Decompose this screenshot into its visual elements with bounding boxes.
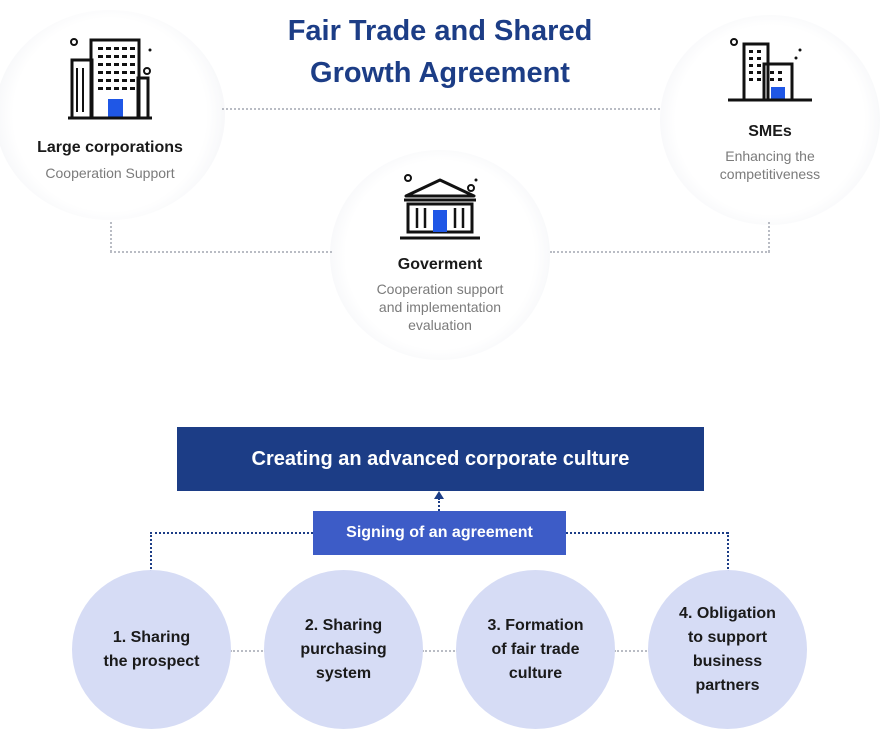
step-circle-4: 4. Obligation to support business partne…	[648, 570, 807, 729]
step-connector-1	[230, 650, 266, 652]
smes-subtitle-line-2: competitiveness	[719, 166, 821, 182]
government-subtitle-line-2: and implementation	[378, 299, 502, 315]
bracket-right	[566, 532, 728, 534]
arrow-up-icon	[434, 491, 444, 499]
left-connector-vertical	[110, 222, 112, 252]
step-label-1: 1. Sharing the prospect	[103, 628, 200, 670]
agreement-arrow-line	[438, 498, 440, 511]
step-circle-2: 2. Sharing purchasing system	[264, 570, 423, 729]
step-circle-1: 1. Sharing the prospect	[72, 570, 231, 729]
bracket-left	[150, 532, 313, 534]
government-halo	[330, 150, 550, 360]
agreement-banner: Signing of an agreement	[313, 511, 566, 555]
small-business-icon	[728, 38, 812, 102]
smes-subtitle-line-1: Enhancing the	[725, 148, 815, 164]
top-connector	[222, 108, 660, 110]
step-connector-3	[614, 650, 650, 652]
large-corporations-subtitle: Cooperation Support	[45, 165, 175, 181]
bracket-left-drop	[150, 532, 152, 572]
government-building-icon	[400, 174, 480, 240]
left-connector-horizontal	[110, 251, 332, 253]
step-circle-3: 3. Formation of fair trade culture	[456, 570, 615, 729]
government-subtitle: Cooperation support and implementation e…	[340, 280, 540, 334]
smes-title: SMEs	[748, 123, 792, 140]
office-building-icon	[68, 38, 152, 120]
smes-subtitle: Enhancing the competitiveness	[680, 147, 860, 183]
step-label-3: 3. Formation of fair trade culture	[487, 616, 584, 682]
right-connector-vertical	[768, 222, 770, 252]
title-line-1: Fair Trade and Shared	[287, 15, 593, 47]
large-corporations-title: Large corporations	[37, 139, 183, 156]
title-line-2: Growth Agreement	[310, 57, 570, 89]
government-title: Goverment	[397, 256, 483, 273]
bracket-right-drop	[727, 532, 729, 572]
right-connector-horizontal	[550, 251, 770, 253]
step-label-4: 4. Obligation to support business partne…	[679, 604, 776, 694]
government-subtitle-line-3: evaluation	[408, 317, 472, 333]
corporate-culture-banner: Creating an advanced corporate culture	[177, 427, 704, 491]
government-subtitle-line-1: Cooperation support	[376, 281, 504, 297]
step-label-2: 2. Sharing purchasing system	[300, 616, 387, 682]
step-connector-2	[422, 650, 458, 652]
smes-halo	[660, 15, 880, 225]
diagram-title: Fair Trade and Shared Growth Agreement	[220, 10, 660, 94]
